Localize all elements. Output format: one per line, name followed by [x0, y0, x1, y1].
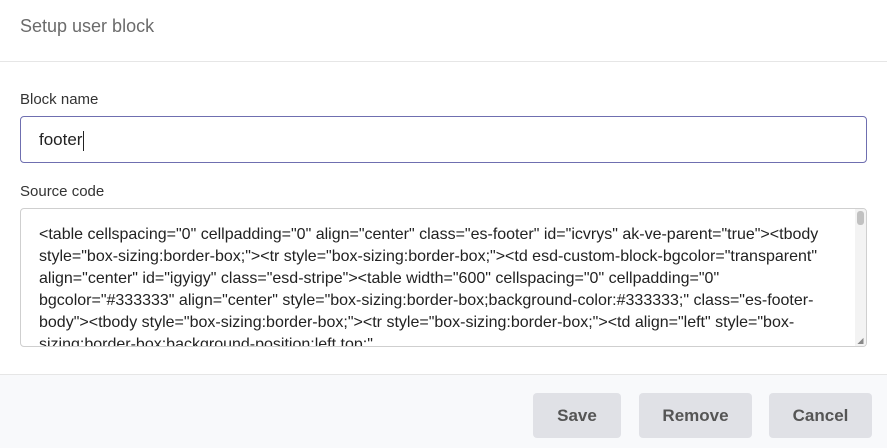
save-button[interactable]: Save: [533, 393, 621, 438]
text-caret: [83, 130, 85, 151]
source-code-scrollbar[interactable]: [855, 209, 866, 346]
dialog-header: Setup user block: [0, 0, 887, 62]
cancel-button[interactable]: Cancel: [769, 393, 872, 438]
resize-handle-icon[interactable]: ◢: [857, 336, 864, 345]
dialog-title: Setup user block: [20, 16, 155, 36]
source-code-textarea[interactable]: <table cellspacing="0" cellpadding="0" a…: [20, 208, 867, 347]
dialog-footer: Save Remove Cancel: [0, 374, 887, 448]
source-code-value: <table cellspacing="0" cellpadding="0" a…: [39, 226, 819, 347]
block-name-value: footer: [39, 130, 83, 149]
block-name-input[interactable]: footer: [20, 116, 867, 163]
remove-button[interactable]: Remove: [639, 393, 752, 438]
source-code-label: Source code: [20, 183, 105, 200]
block-name-label: Block name: [20, 91, 99, 108]
scrollbar-thumb[interactable]: [857, 211, 864, 225]
